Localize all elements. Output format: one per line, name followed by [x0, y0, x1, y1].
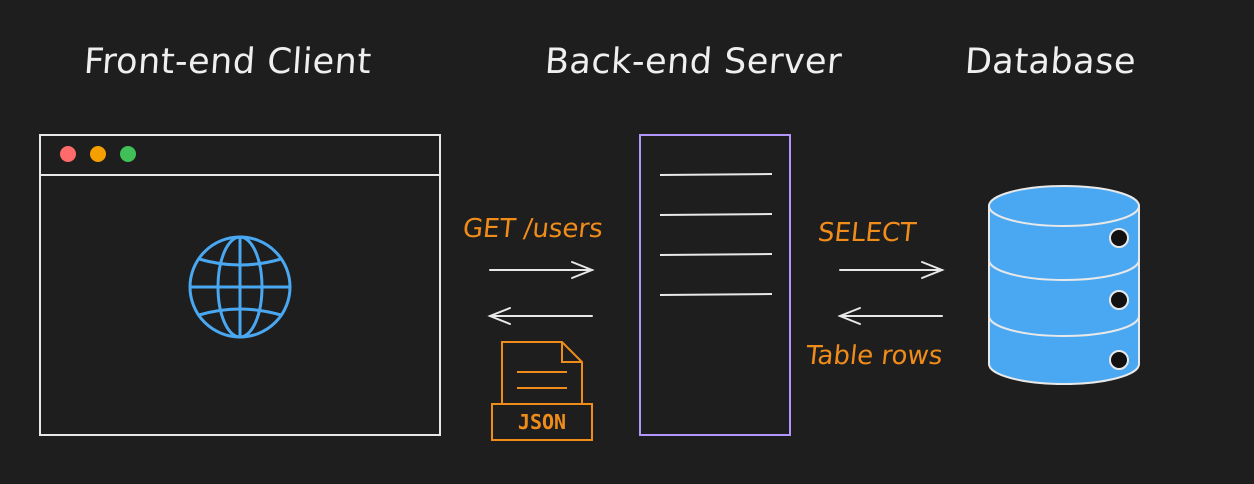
- window-close-dot: [60, 146, 76, 162]
- server-line-1: [659, 173, 773, 176]
- browser-frame: [39, 134, 441, 436]
- client-server-arrows: [487, 261, 595, 325]
- browser-window: [39, 134, 441, 436]
- json-badge-label: JSON: [518, 410, 566, 434]
- server-database-arrows: [837, 261, 945, 325]
- json-badge: [491, 403, 593, 441]
- window-minimize-dot: [90, 146, 106, 162]
- server-line-3: [659, 253, 773, 256]
- database-cylinder-icon: [988, 185, 1140, 385]
- server-frame: [639, 134, 791, 436]
- server-box: [639, 134, 791, 436]
- json-document-icon: JSON: [491, 341, 593, 441]
- globe-icon: [188, 235, 292, 339]
- window-maximize-dot: [120, 146, 136, 162]
- server-line-2: [659, 213, 773, 216]
- server-line-4: [659, 293, 773, 296]
